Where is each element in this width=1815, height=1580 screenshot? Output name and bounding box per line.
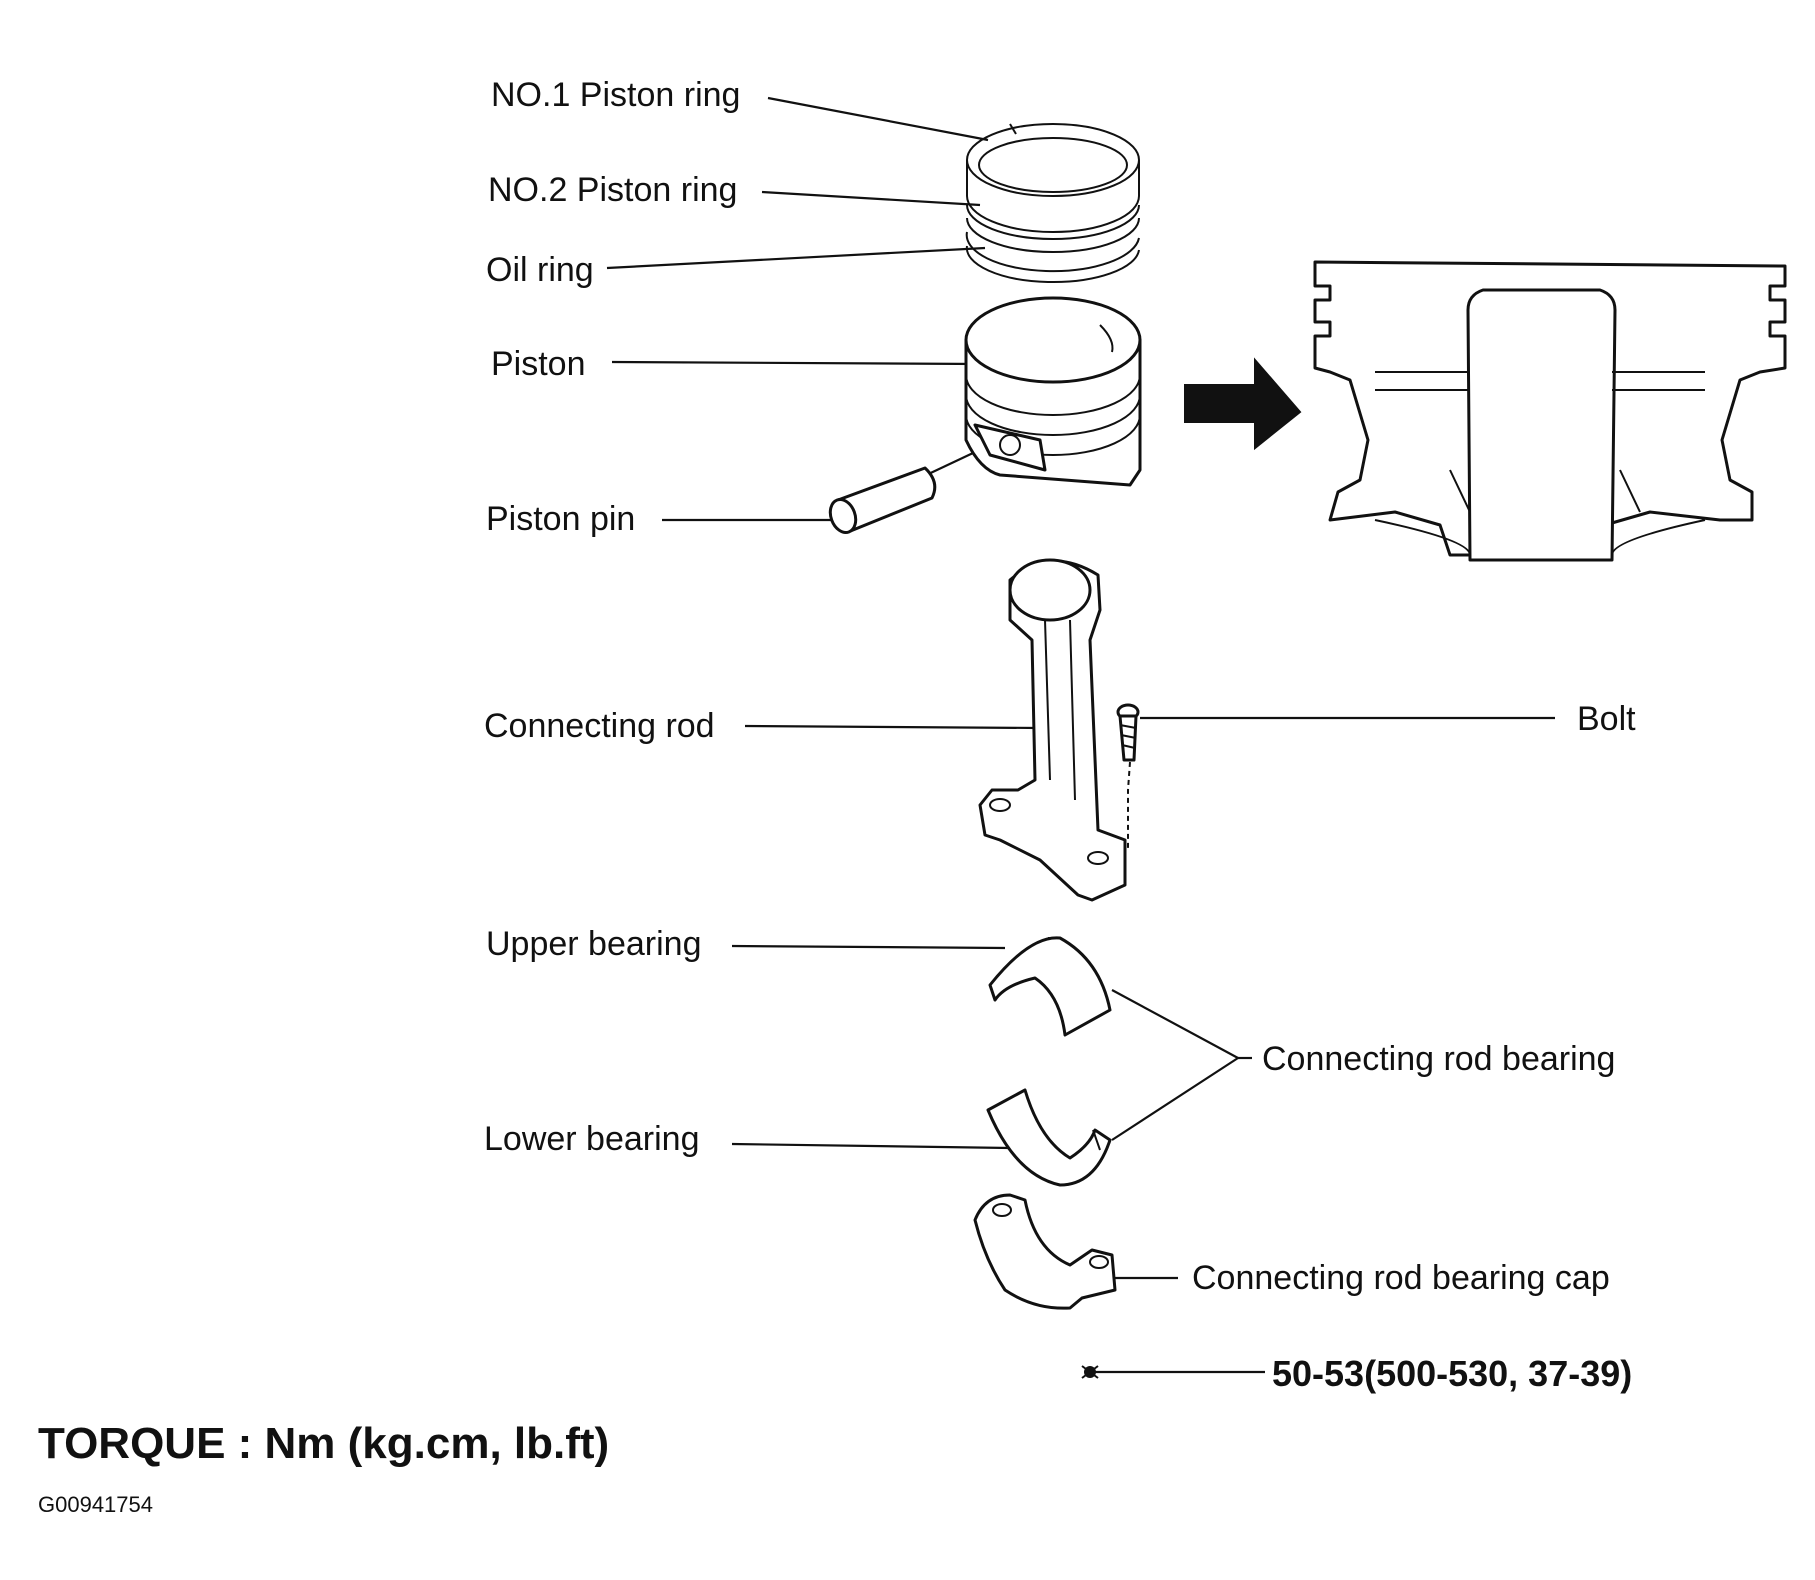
leader-oil-ring xyxy=(606,246,986,270)
label-piston-pin: Piston pin xyxy=(486,500,636,538)
bolt-shape xyxy=(1116,703,1140,848)
leader-rod-bearing-a xyxy=(1111,989,1239,1059)
leader-connecting-rod xyxy=(744,724,1041,730)
label-bearing-cap: Connecting rod bearing cap xyxy=(1192,1259,1610,1297)
leader-lower-bearing xyxy=(731,1142,1011,1150)
label-oil-ring: Oil ring xyxy=(486,251,594,289)
torque-units-caption: TORQUE : Nm (kg.cm, lb.ft) xyxy=(38,1419,610,1468)
label-connecting-rod: Connecting rod xyxy=(484,707,715,745)
label-rod-bearing: Connecting rod bearing xyxy=(1262,1040,1616,1078)
upper-bearing-shape xyxy=(988,936,1112,1037)
piston-cross-section xyxy=(1313,260,1787,562)
leader-rod-bearing-b xyxy=(1111,1057,1239,1141)
leader-lines xyxy=(606,96,1555,1374)
piston-shape xyxy=(964,296,1142,487)
direction-arrow xyxy=(1184,357,1302,451)
torque-symbol xyxy=(1081,1365,1099,1379)
connecting-rod-shape xyxy=(978,558,1127,902)
piston-pin-shape xyxy=(828,466,937,534)
label-upper-bearing: Upper bearing xyxy=(486,925,702,963)
label-piston: Piston xyxy=(491,345,586,383)
label-lower-bearing: Lower bearing xyxy=(484,1120,700,1158)
leader-upper-bearing xyxy=(731,944,1006,950)
label-bolt: Bolt xyxy=(1577,700,1636,738)
label-ring2: NO.2 Piston ring xyxy=(488,171,738,209)
torque-value: 50-53(500-530, 37-39) xyxy=(1272,1353,1633,1394)
figure-code: G00941754 xyxy=(38,1492,153,1517)
oil-ring-shape xyxy=(965,231,1140,284)
lower-bearing-shape xyxy=(986,1088,1112,1187)
leader-ring2 xyxy=(761,190,981,207)
leader-piston xyxy=(611,360,981,366)
bearing-cap-shape xyxy=(973,1193,1117,1310)
label-ring1: NO.1 Piston ring xyxy=(491,76,741,114)
leader-ring1 xyxy=(767,96,989,142)
ring2-shape xyxy=(966,204,1140,253)
ring1-shape xyxy=(966,123,1140,233)
